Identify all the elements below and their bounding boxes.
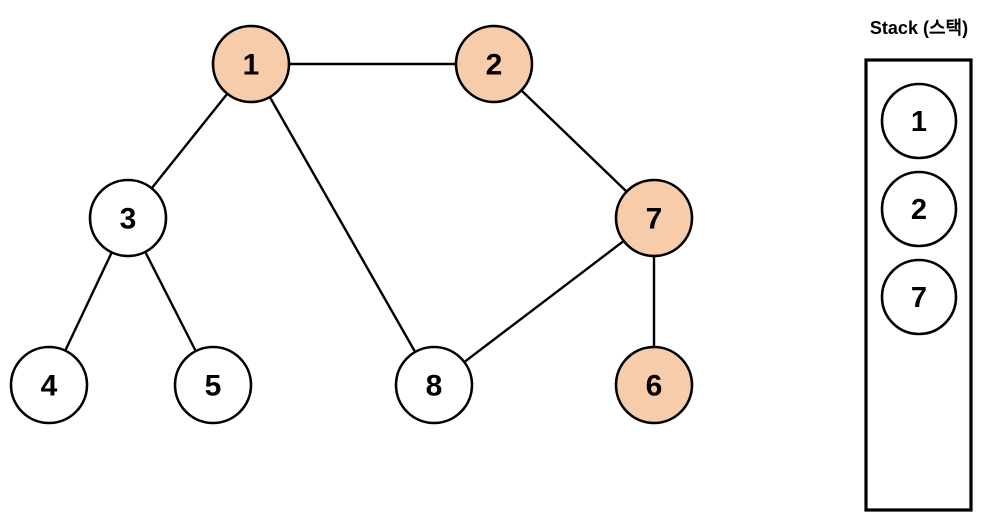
- node-label-5: 5: [205, 370, 222, 403]
- stack-item-2: 2: [880, 170, 958, 248]
- graph-edge: [144, 250, 197, 353]
- stack-item-circle: [880, 170, 958, 248]
- node-label-7: 7: [646, 203, 663, 236]
- node-label-3: 3: [120, 203, 137, 236]
- stack-item-1: 1: [880, 82, 958, 160]
- graph-node-1[interactable]: 1: [211, 24, 291, 104]
- graph-nodes: 1 2 3 7 4 5 8 6: [9, 24, 694, 425]
- node-circle-3: [88, 178, 168, 258]
- stack-panel-title: Stack (스택): [869, 18, 969, 38]
- graph-node-4[interactable]: 4: [9, 345, 89, 425]
- node-circle-2: [454, 24, 534, 104]
- node-label-8: 8: [426, 370, 443, 403]
- node-label-2: 2: [486, 49, 503, 82]
- graph-edges: [64, 62, 656, 364]
- node-label-4: 4: [41, 370, 58, 403]
- graph-node-6[interactable]: 6: [614, 345, 694, 425]
- graph-edge: [463, 239, 625, 364]
- stack-container-box: [864, 58, 973, 512]
- node-circle-7: [614, 178, 694, 258]
- node-circle-1: [211, 24, 291, 104]
- graph-node-7[interactable]: 7: [614, 178, 694, 258]
- node-label-6: 6: [646, 370, 663, 403]
- node-label-1: 1: [243, 49, 260, 82]
- stack-item-label: 1: [911, 106, 927, 138]
- node-circle-8: [394, 345, 474, 425]
- node-circle-4: [9, 345, 89, 425]
- stack-contents: 1 2 7: [864, 58, 973, 512]
- graph-node-3[interactable]: 3: [88, 178, 168, 258]
- node-circle-5: [173, 345, 253, 425]
- node-circle-6: [614, 345, 694, 425]
- graph-edge: [268, 95, 417, 354]
- stack-item-label: 7: [911, 282, 927, 314]
- stack-item-7: 7: [880, 258, 958, 336]
- graph-node-2[interactable]: 2: [454, 24, 534, 104]
- graph-edge: [150, 92, 229, 190]
- stack-item-circle: [880, 82, 958, 160]
- stack-item-circle: [880, 258, 958, 336]
- stack-item-label: 2: [911, 194, 927, 226]
- graph-edge: [520, 89, 628, 193]
- graph-edge: [64, 251, 113, 352]
- graph-node-5[interactable]: 5: [173, 345, 253, 425]
- graph-node-8[interactable]: 8: [394, 345, 474, 425]
